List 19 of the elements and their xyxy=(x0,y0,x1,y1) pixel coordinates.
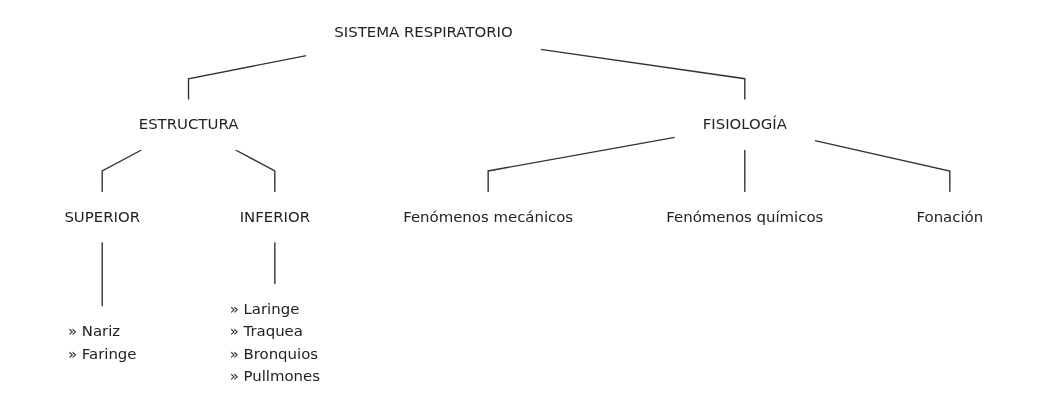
connector xyxy=(187,54,307,101)
node-text: FISIOLOGÍA xyxy=(702,115,787,134)
node-text: ESTRUCTURA xyxy=(138,115,239,134)
connector xyxy=(101,241,103,308)
node-text: Fenómenos mecánicos xyxy=(402,207,573,226)
connector xyxy=(101,149,142,193)
node-text: SUPERIOR xyxy=(64,207,140,226)
node-text: Fonación xyxy=(916,207,983,226)
connector xyxy=(813,139,951,193)
node-text: INFERIOR xyxy=(239,207,310,226)
node-text: » Laringe » Traquea » Bronquios » Pullmones xyxy=(229,299,320,385)
node-text: Fenómenos químicos xyxy=(666,207,824,226)
connector xyxy=(273,241,276,285)
connector xyxy=(487,136,676,193)
connector xyxy=(539,48,746,101)
connector xyxy=(234,149,276,193)
node-text: » Nariz » Faringe xyxy=(67,322,137,363)
connector xyxy=(743,149,746,193)
node-text: SISTEMA RESPIRATORIO xyxy=(334,23,513,41)
